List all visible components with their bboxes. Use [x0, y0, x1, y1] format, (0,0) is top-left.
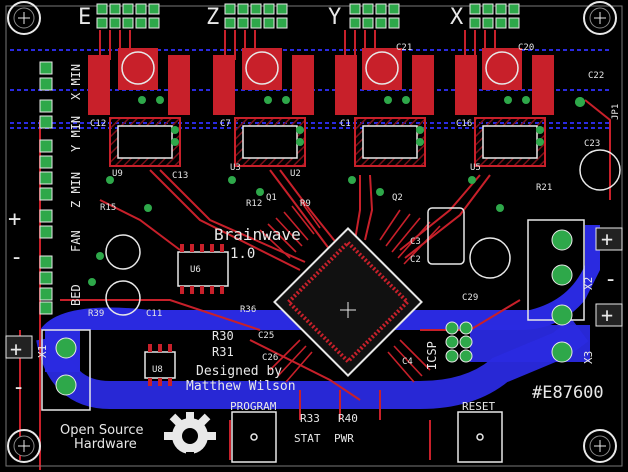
- axis-label-z: Z: [206, 5, 219, 30]
- pwr-led-label: PWR: [334, 432, 354, 445]
- qfp-fanout: [259, 199, 441, 383]
- endstop-label-fan: FAN: [69, 230, 83, 252]
- jp1-label: JP1: [611, 104, 621, 120]
- ref-u9: U9: [112, 169, 123, 179]
- endstop-label-zmin: Z MIN: [69, 172, 83, 208]
- icsp-header-pads: [445, 321, 473, 363]
- ref-c2: C2: [410, 255, 421, 265]
- ref-c22: C22: [588, 71, 604, 81]
- ref-c29: C29: [462, 293, 478, 303]
- ref-u3: U3: [230, 163, 241, 173]
- board-version: 1.0: [230, 246, 255, 262]
- plus-symbol-left: +: [8, 207, 21, 232]
- ref-c3: C3: [410, 237, 421, 247]
- endstop-header-pads: [39, 61, 53, 315]
- oshw-line-1: Open Source: [60, 423, 144, 438]
- part-number: #E87600: [532, 383, 604, 403]
- plus-symbol-x1: +: [10, 337, 22, 361]
- terminal-blocks: [5, 219, 623, 411]
- designer-line-2: Matthew Wilson: [186, 379, 296, 394]
- mounting-holes: [7, 1, 617, 463]
- x-axis-header: [469, 3, 520, 29]
- plus-symbol-right-2: +: [601, 303, 613, 327]
- ref-u6: U6: [190, 265, 201, 275]
- stepper-driver-e: [88, 48, 190, 167]
- ref-r12: R12: [246, 199, 262, 209]
- ref-u8: U8: [152, 365, 163, 375]
- stepper-driver-z: [213, 48, 314, 167]
- vias: [88, 96, 585, 286]
- x2-label: X2: [582, 277, 595, 290]
- ref-c4: C4: [402, 357, 413, 367]
- mounting-hole-bottom-right: [583, 429, 617, 463]
- x1-label: X1: [36, 345, 49, 358]
- ref-r15: R15: [100, 203, 116, 213]
- ref-r36: R36: [240, 305, 256, 315]
- stepper-driver-x: [455, 48, 554, 167]
- stat-led-label: STAT: [294, 432, 321, 445]
- y-axis-header: [349, 3, 400, 29]
- ref-c1: C1: [340, 119, 351, 129]
- ref-c7: C7: [220, 119, 231, 129]
- ref-r40: R40: [338, 412, 358, 425]
- axis-label-y: Y: [328, 5, 341, 30]
- oshw-gear-logo: [164, 412, 216, 460]
- ref-r39: R39: [88, 309, 104, 319]
- icsp-label: ICSP: [425, 341, 439, 370]
- reset-button-label: RESET: [462, 400, 495, 413]
- minus-symbol-left: -: [10, 245, 23, 270]
- ref-r9: R9: [300, 199, 311, 209]
- e-axis-header: [96, 3, 160, 29]
- pushbuttons: [231, 411, 503, 463]
- ref-q1: Q1: [266, 193, 277, 203]
- reference-designators: C21 C20 C22 C23 C29 C12 C7 C1 C16 C13 C3…: [88, 43, 604, 425]
- microcontroller-qfp: [273, 227, 423, 377]
- axis-label-e: E: [78, 5, 91, 30]
- stepper-drivers: [88, 48, 554, 167]
- minus-symbol-x1: -: [12, 375, 25, 400]
- ref-u5: U5: [470, 163, 481, 173]
- ref-c12: C12: [90, 119, 106, 129]
- plus-symbol-right: +: [601, 227, 613, 251]
- endstop-label-xmin: X MIN: [69, 64, 83, 100]
- axis-label-x: X: [450, 5, 464, 30]
- ref-r30: R30: [212, 329, 234, 343]
- designer-line-1: Designed by: [196, 364, 282, 379]
- silkscreen-text: E Z Y X X MIN Y MIN Z MIN FAN BED Brainw…: [8, 5, 621, 452]
- ref-c13: C13: [172, 171, 188, 181]
- ref-c21: C21: [396, 43, 412, 53]
- ref-c16: C16: [456, 119, 472, 129]
- mounting-hole-top-left: [7, 1, 41, 35]
- program-button-label: PROGRAM: [230, 400, 277, 413]
- mounting-hole-bottom-left: [7, 429, 41, 463]
- ref-c11: C11: [146, 309, 162, 319]
- x3-label: X3: [582, 351, 595, 364]
- ref-c25: C25: [258, 331, 274, 341]
- mounting-hole-top-right: [583, 1, 617, 35]
- stepper-header-pads: [96, 3, 520, 29]
- ref-r31: R31: [212, 345, 234, 359]
- ref-c20: C20: [518, 43, 534, 53]
- ref-u2: U2: [290, 169, 301, 179]
- ref-q2: Q2: [392, 193, 403, 203]
- small-ics: [144, 244, 229, 386]
- capacitors: [105, 51, 621, 316]
- stepper-driver-y: [335, 48, 434, 167]
- z-axis-header: [224, 3, 288, 29]
- ref-c23: C23: [584, 139, 600, 149]
- ref-r33: R33: [300, 412, 320, 425]
- endstop-label-ymin: Y MIN: [69, 116, 83, 152]
- oshw-line-2: Hardware: [74, 437, 137, 452]
- minus-symbol-right: -: [604, 267, 617, 292]
- endstop-label-bed: BED: [69, 284, 83, 306]
- board-title: Brainwave: [214, 225, 301, 244]
- ref-r21: R21: [536, 183, 552, 193]
- ref-c26: C26: [262, 353, 278, 363]
